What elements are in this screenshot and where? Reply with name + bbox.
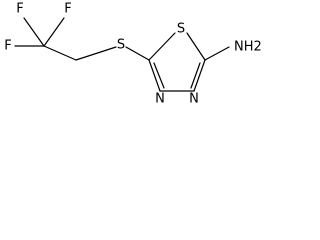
atom-s-ring: S <box>177 22 185 37</box>
molecule-structure: F F F S S N N NH2 <box>4 2 262 107</box>
bond-c-f-top-right <box>43 17 65 47</box>
bond-s1-c2 <box>186 32 206 61</box>
atom-f-left: F <box>4 39 11 54</box>
bond-s-c5 <box>125 46 150 61</box>
atom-f-top-right: F <box>64 2 71 17</box>
bond-c5-n4-inner <box>153 62 165 89</box>
bond-c2-n3 <box>193 59 206 92</box>
bond-ch2-s <box>75 46 117 61</box>
bond-c5-n4 <box>148 59 161 92</box>
atom-label-layer: F F F S S N N NH2 <box>4 2 262 107</box>
bond-cf3-ch2 <box>43 45 77 61</box>
atom-n-right: N <box>189 92 199 107</box>
atom-nh2: NH2 <box>234 40 262 55</box>
bond-c-f-top-left <box>23 17 45 47</box>
bond-layer <box>14 17 230 92</box>
atom-n-left: N <box>155 92 165 107</box>
atom-s-linker: S <box>117 38 125 53</box>
bond-c2-nh2 <box>204 46 230 61</box>
bond-c2-n3-inner <box>190 62 201 89</box>
bond-c5-s1 <box>148 32 176 61</box>
atom-f-top-left: F <box>16 2 23 17</box>
